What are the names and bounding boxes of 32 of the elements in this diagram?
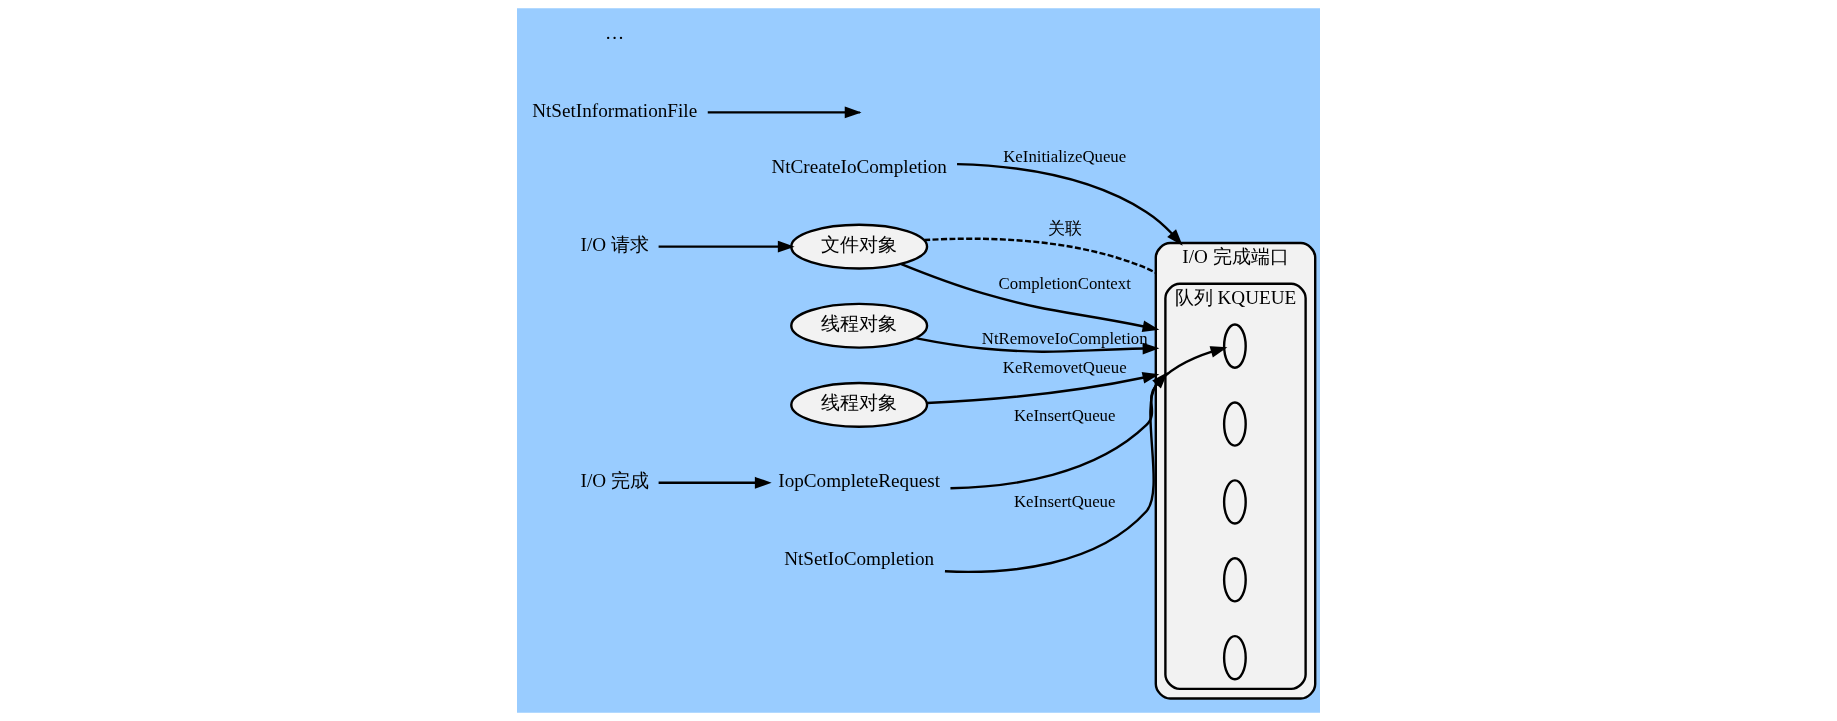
arrow xyxy=(915,337,1160,355)
connector xyxy=(924,237,1157,274)
node-text: NtCreateIoCompletion xyxy=(771,156,947,178)
node-ellipse xyxy=(1222,634,1247,681)
arrow xyxy=(950,346,1228,490)
edge-label: CompletionContext xyxy=(998,273,1131,293)
edge-label: NtRemoveIoCompletion xyxy=(981,328,1148,348)
node-text: IopCompleteRequest xyxy=(778,470,941,492)
node-text: NtSetInformationFile xyxy=(532,99,698,121)
node-ellipse: 线程对象 xyxy=(790,302,929,349)
arrow xyxy=(957,162,1183,246)
node-ellipse xyxy=(1222,479,1247,525)
node-ellipse: 文件对象 xyxy=(790,223,929,270)
arrow xyxy=(926,372,1160,405)
node-text: I/O 完成 xyxy=(580,470,649,492)
node-ellipse: 线程对象 xyxy=(790,381,929,428)
arrow xyxy=(944,371,1168,573)
arrow xyxy=(900,263,1160,333)
arrow xyxy=(658,240,795,253)
label: … xyxy=(605,22,625,44)
edge-label: KeInitializeQueue xyxy=(1003,146,1127,166)
node-text: I/O 请求 xyxy=(580,234,649,256)
node-ellipse xyxy=(1222,401,1247,447)
node-ellipse xyxy=(1222,323,1247,369)
node-text: NtSetIoCompletion xyxy=(784,548,935,570)
node-ellipse xyxy=(1222,557,1247,603)
edge-label: 关联 xyxy=(1047,218,1082,238)
edge-label: KeInsertQueue xyxy=(1013,405,1116,425)
cluster: 队列 KQUEUE xyxy=(1164,282,1307,691)
arrow xyxy=(658,476,772,489)
edge-label: KeRemovetQueue xyxy=(1002,357,1127,377)
edge-label: KeInsertQueue xyxy=(1013,491,1116,511)
